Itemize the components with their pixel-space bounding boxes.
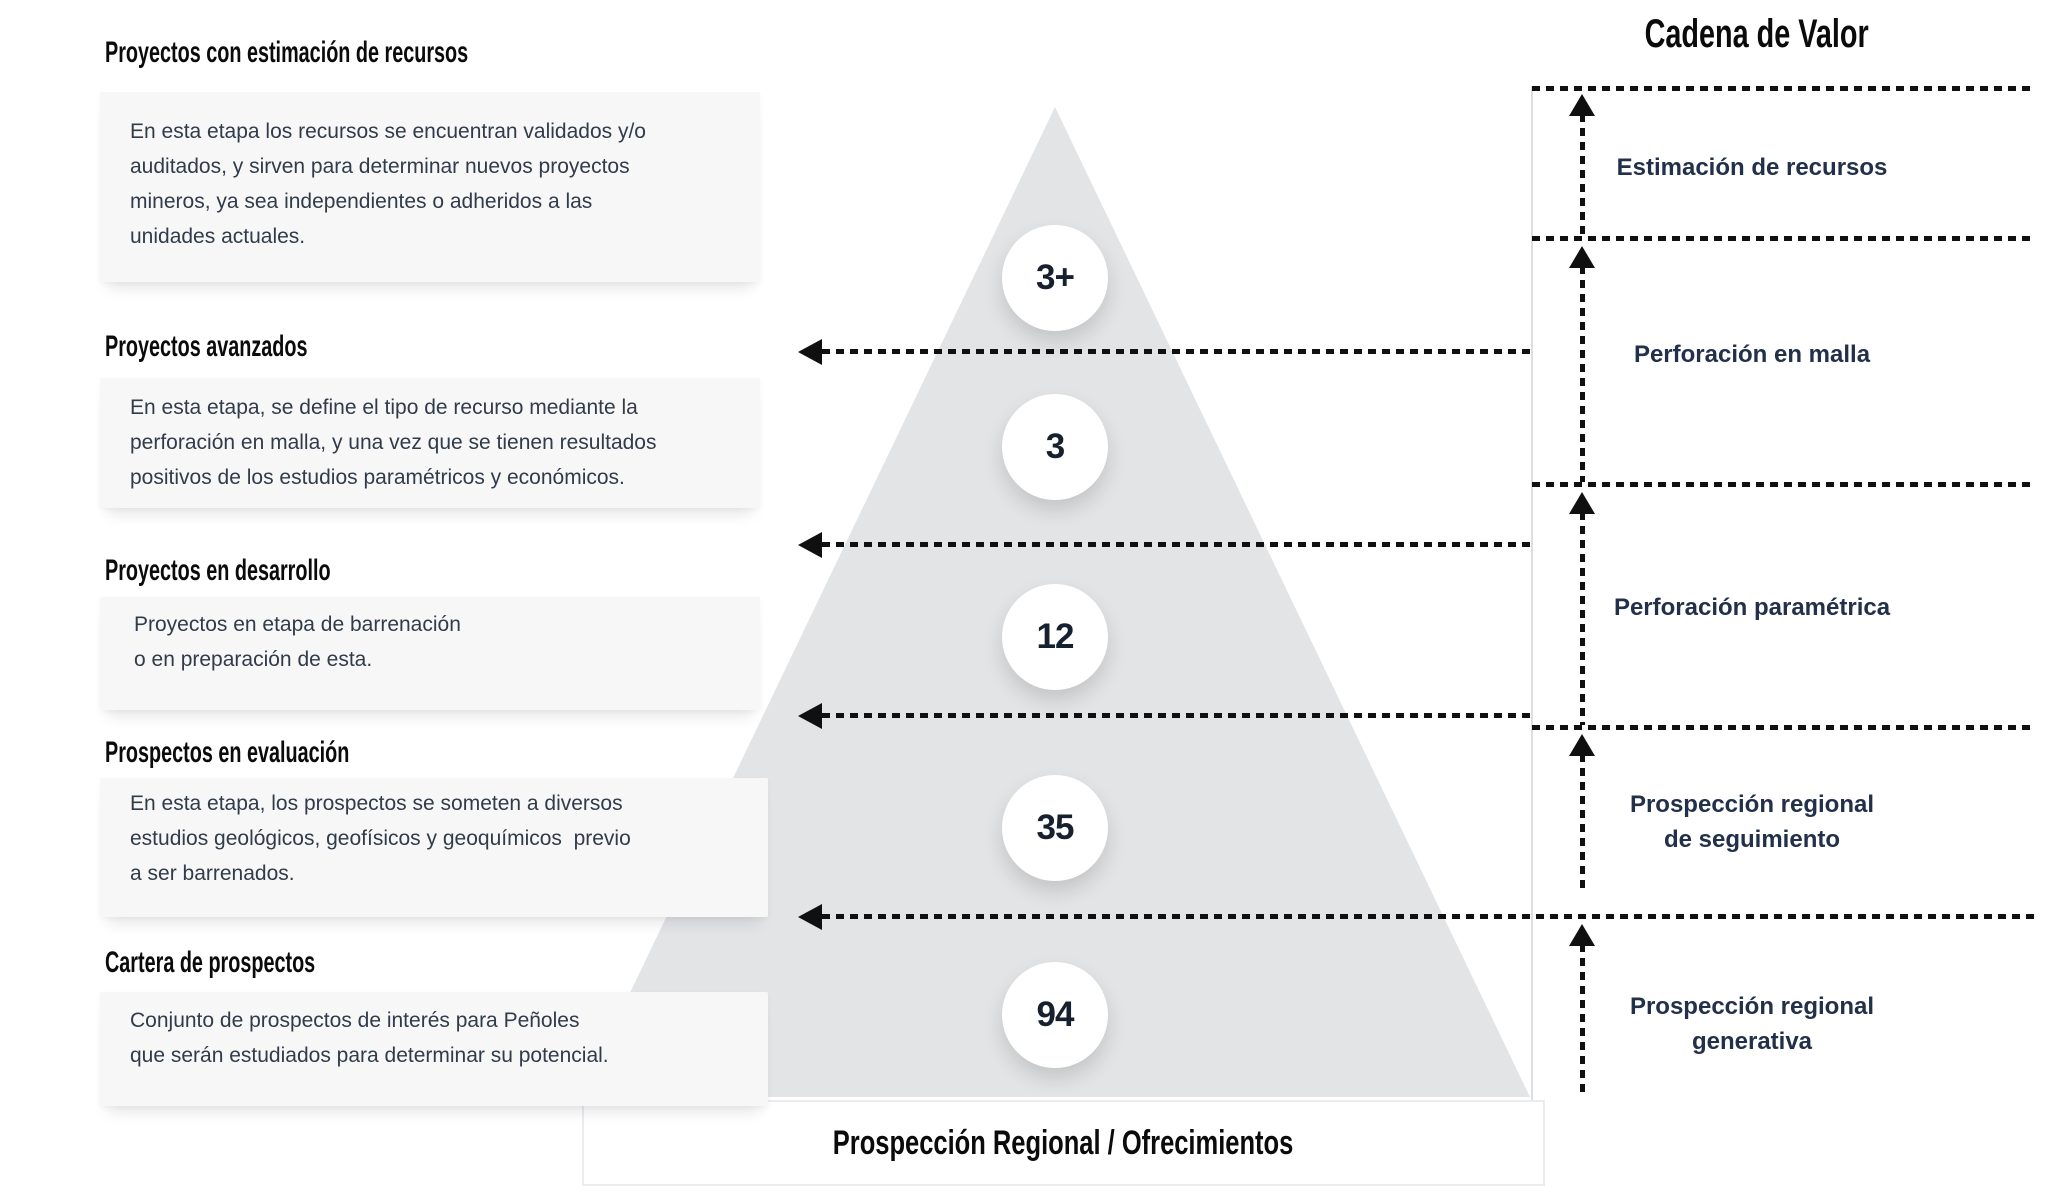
stage-heading-text: Proyectos avanzados [105,330,308,363]
panel-separator-line [1532,482,2034,487]
stage-heading: Proyectos avanzados [105,330,412,364]
stage-description: En esta etapa los recursos se encuentran… [130,120,646,248]
level-count: 3 [1045,427,1065,466]
value-chain-stage-label: Prospección regional de seguimiento [1629,791,1875,853]
level-count-badge: 3 [1002,394,1108,500]
level-count: 35 [1036,808,1075,847]
value-chain-stage-label: Perforación paramétrica [1613,594,1891,621]
up-arrowhead-icon [1569,492,1595,514]
dotted-up-arrow-line [1580,754,1585,888]
dotted-connector-line [822,914,2034,919]
stage-description-box: En esta etapa, se define el tipo de recu… [100,378,760,508]
panel-left-border [1531,86,1533,1183]
stage-heading: Cartera de prospectos [105,946,423,980]
stage-description-box: En esta etapa los recursos se encuentran… [100,92,760,282]
level-count-badge: 94 [1002,962,1108,1068]
stage-description-box: Conjunto de prospectos de interés para P… [100,992,768,1106]
stage-heading-text: Cartera de prospectos [105,946,316,979]
value-chain-stage-label: Perforación en malla [1633,341,1871,368]
stage-heading: Proyectos en desarrollo [105,554,447,588]
level-count: 3+ [1036,258,1075,297]
stage-description-box: Proyectos en etapa de barrenación o en p… [100,597,760,710]
dotted-up-arrow-line [1580,944,1585,1092]
level-count: 94 [1036,995,1075,1034]
panel-separator-line [1532,236,2034,241]
panel-separator-line [1532,725,2034,730]
bottom-banner-text: Prospección Regional / Ofrecimientos [833,1123,1294,1162]
value-chain-title-text: Cadena de Valor [1644,12,1870,56]
left-arrowhead-icon [798,339,822,365]
level-count-badge: 35 [1002,775,1108,881]
dotted-up-arrow-line [1580,266,1585,482]
value-chain-stage-label: Prospección regional generativa [1629,993,1875,1055]
bottom-banner: Prospección Regional / Ofrecimientos [582,1100,1545,1186]
stage-description-box: En esta etapa, los prospectos se someten… [100,778,768,917]
level-count-badge: 12 [1002,584,1108,690]
up-arrowhead-icon [1569,246,1595,268]
stage-heading-text: Prospectos en evaluación [105,736,350,769]
dotted-up-arrow-line [1580,114,1585,236]
up-arrowhead-icon [1569,924,1595,946]
stage-description: En esta etapa, los prospectos se someten… [130,792,631,885]
value-chain-stage-label: Estimación de recursos [1616,154,1888,181]
dotted-up-arrow-line [1580,512,1585,725]
stage-description: En esta etapa, se define el tipo de recu… [130,396,657,489]
dotted-connector-line [822,349,1530,354]
level-count-badge: 3+ [1002,225,1108,331]
stage-heading-text: Proyectos en desarrollo [105,554,331,587]
stage-heading: Prospectos en evaluación [105,736,475,770]
stage-heading: Proyectos con estimación de recursos [105,36,655,70]
dotted-connector-line [822,542,1530,547]
level-count: 12 [1036,617,1075,656]
panel-separator-line [1532,86,2034,91]
up-arrowhead-icon [1569,94,1595,116]
up-arrowhead-icon [1569,734,1595,756]
dotted-connector-line [822,713,1530,718]
stage-description: Conjunto de prospectos de interés para P… [130,1009,609,1067]
value-chain-title: Cadena de Valor [1532,12,1982,57]
stage-heading-text: Proyectos con estimación de recursos [105,36,469,69]
stage-description: Proyectos en etapa de barrenación o en p… [134,613,461,671]
left-arrowhead-icon [798,532,822,558]
left-arrowhead-icon [798,703,822,729]
left-arrowhead-icon [798,904,822,930]
